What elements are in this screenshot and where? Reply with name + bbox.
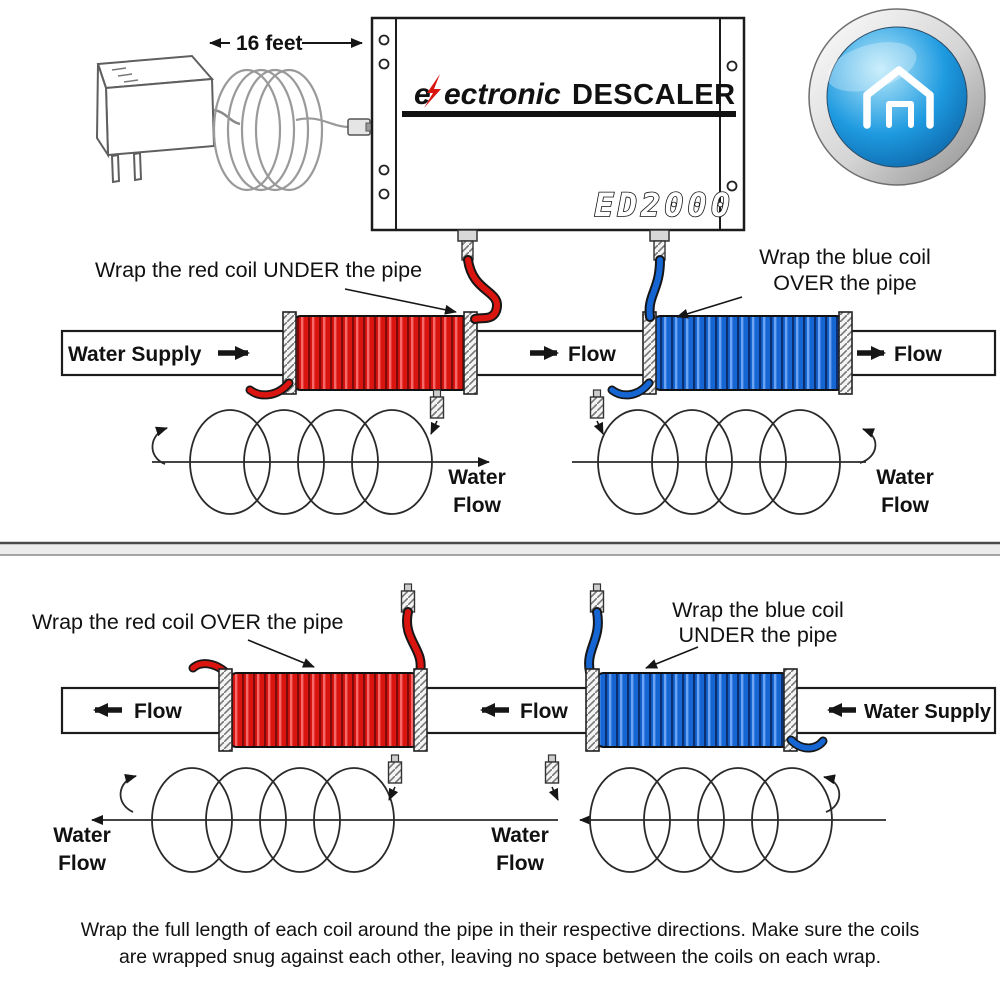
wrap-helix-bottom-left (91, 767, 558, 873)
badge-highlight (827, 42, 917, 92)
adapter-prongs (110, 151, 143, 184)
water-flow-bottom-mid-line1: Water (491, 824, 549, 847)
unit-cable-blue-bottom (584, 607, 603, 677)
blue-note-arrow-top (676, 296, 743, 319)
cable-plug-icon (544, 754, 560, 784)
blue-note-arrow-bottom (645, 646, 699, 669)
red-coil-note-top: Wrap the red coil UNDER the pipe (95, 258, 422, 282)
red-note-arrow-top (344, 288, 457, 315)
cable-plug-icon (387, 754, 403, 784)
cable-length-label: 16 feet (236, 32, 303, 55)
adapter-cord (213, 108, 241, 126)
section-divider (0, 541, 1000, 556)
pipe-top (60, 329, 997, 377)
cable-plug-icon (589, 389, 605, 419)
wrap-helix-top-left (151, 409, 490, 515)
unit-cable-red (463, 255, 502, 324)
red-coil-tail-top (245, 378, 294, 400)
unit-body (370, 16, 746, 232)
model-text: ED2000 (594, 186, 734, 224)
red-coil-bottom (227, 672, 421, 748)
brand-prefix: e (414, 78, 431, 111)
cable-plug-icon (429, 389, 445, 419)
blue-coil-note-bottom-line1: Wrap the blue coil (672, 598, 844, 622)
water-supply-label-bottom: Water Supply (864, 701, 992, 723)
red-note-arrow-bottom (247, 639, 315, 668)
water-flow-bottom-left-line1: Water (53, 824, 111, 847)
power-adapter (95, 54, 241, 184)
blue-coil-note-top-line2: OVER the pipe (773, 271, 916, 295)
unit-cable-blue (644, 255, 665, 322)
water-flow-top-left-line2: Flow (453, 494, 501, 517)
water-flow-top-right-line1: Water (876, 466, 934, 489)
water-flow-top-right-line2: Flow (881, 494, 929, 517)
blue-coil-note-bottom-line2: UNDER the pipe (679, 623, 838, 647)
plug-arrow-top-left (430, 420, 441, 435)
house-icon (863, 66, 934, 129)
red-coil-note-bottom: Wrap the red coil OVER the pipe (32, 610, 344, 634)
plug-arrow-bottom-left (388, 786, 399, 801)
wrap-helix-bottom-right (579, 767, 886, 873)
water-flow-top-left-line1: Water (448, 466, 506, 489)
coil-clamps-bottom (218, 668, 798, 752)
blue-coil-note-top-line1: Wrap the blue coil (759, 245, 931, 269)
footer-instruction-line2: are wrapped snug against each other, lea… (119, 946, 881, 968)
water-supply-label-top: Water Supply (68, 343, 202, 366)
brand-suffix: ectronic (444, 78, 561, 111)
power-cord-coil (212, 68, 351, 192)
blue-coil-bottom (594, 672, 791, 748)
flow-label-mid-bottom: Flow (520, 700, 568, 723)
descaler-unit: e ectronic DESCALER ED2000 (370, 16, 746, 261)
water-flow-bottom-mid-line2: Flow (496, 852, 544, 875)
coil-clamps-top (282, 311, 853, 395)
water-flow-bottom-left-line2: Flow (58, 852, 106, 875)
red-coil-top (291, 315, 471, 391)
blue-coil-tail-top (607, 378, 654, 400)
brand-logo: e ectronic DESCALER (402, 74, 736, 117)
plug-arrow-top-right (593, 420, 604, 435)
lightning-bolt-icon (424, 74, 441, 108)
cable-length-annotation: 16 feet (209, 32, 363, 55)
flow-label-left-bottom: Flow (134, 700, 182, 723)
blue-coil-top (651, 315, 846, 391)
mounting-holes (378, 34, 738, 200)
unit-cable-red-bottom (402, 607, 426, 677)
brand-badge (808, 8, 986, 186)
brand-word2: DESCALER (572, 79, 736, 111)
footer-instruction-line1: Wrap the full length of each coil around… (81, 919, 920, 941)
brand-underline (402, 111, 736, 117)
flow-label-mid-top: Flow (568, 343, 616, 366)
cord-connector (347, 118, 375, 136)
blue-coil-tail-bottom (786, 735, 828, 753)
flow-label-right-top: Flow (894, 343, 942, 366)
plug-arrow-bottom-right (548, 786, 559, 801)
adapter-vents (111, 67, 139, 83)
wrap-helix-top-right (572, 409, 877, 515)
